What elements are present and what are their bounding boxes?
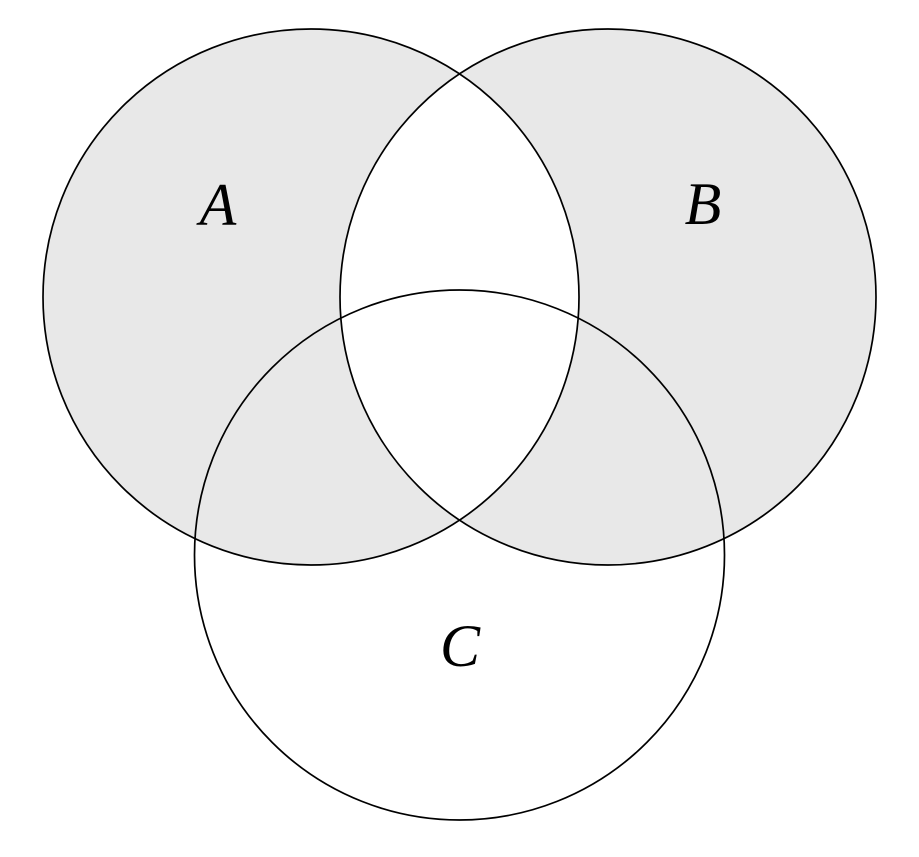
circle-b-outline <box>339 28 877 566</box>
set-label-c: C <box>440 613 481 679</box>
circle-a-outline <box>42 28 580 566</box>
set-label-a: A <box>196 172 237 238</box>
set-label-b: B <box>685 171 722 237</box>
circle-c-outline <box>193 289 726 821</box>
intersection-a-b-unshaded <box>340 29 579 565</box>
